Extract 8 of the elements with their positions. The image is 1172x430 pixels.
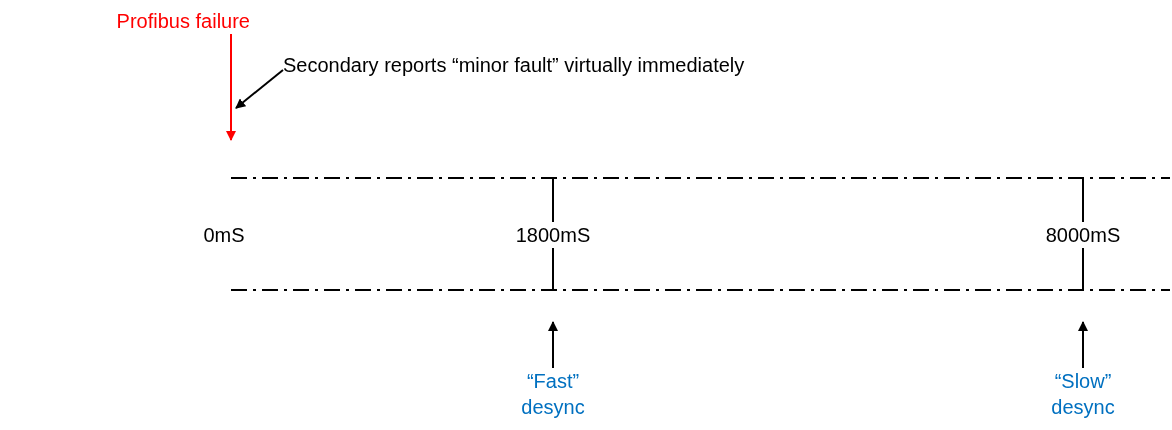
event-note: “Slow” desync: [1023, 368, 1143, 420]
event-note: Secondary reports “minor fault” virtually immediately: [283, 52, 903, 78]
arrow: [548, 321, 558, 369]
arrow: [1078, 321, 1088, 369]
event-note: “Fast” desync: [493, 368, 613, 420]
event-note: Profibus failure: [0, 8, 250, 34]
arrow: [235, 69, 284, 109]
arrow: [226, 33, 236, 141]
